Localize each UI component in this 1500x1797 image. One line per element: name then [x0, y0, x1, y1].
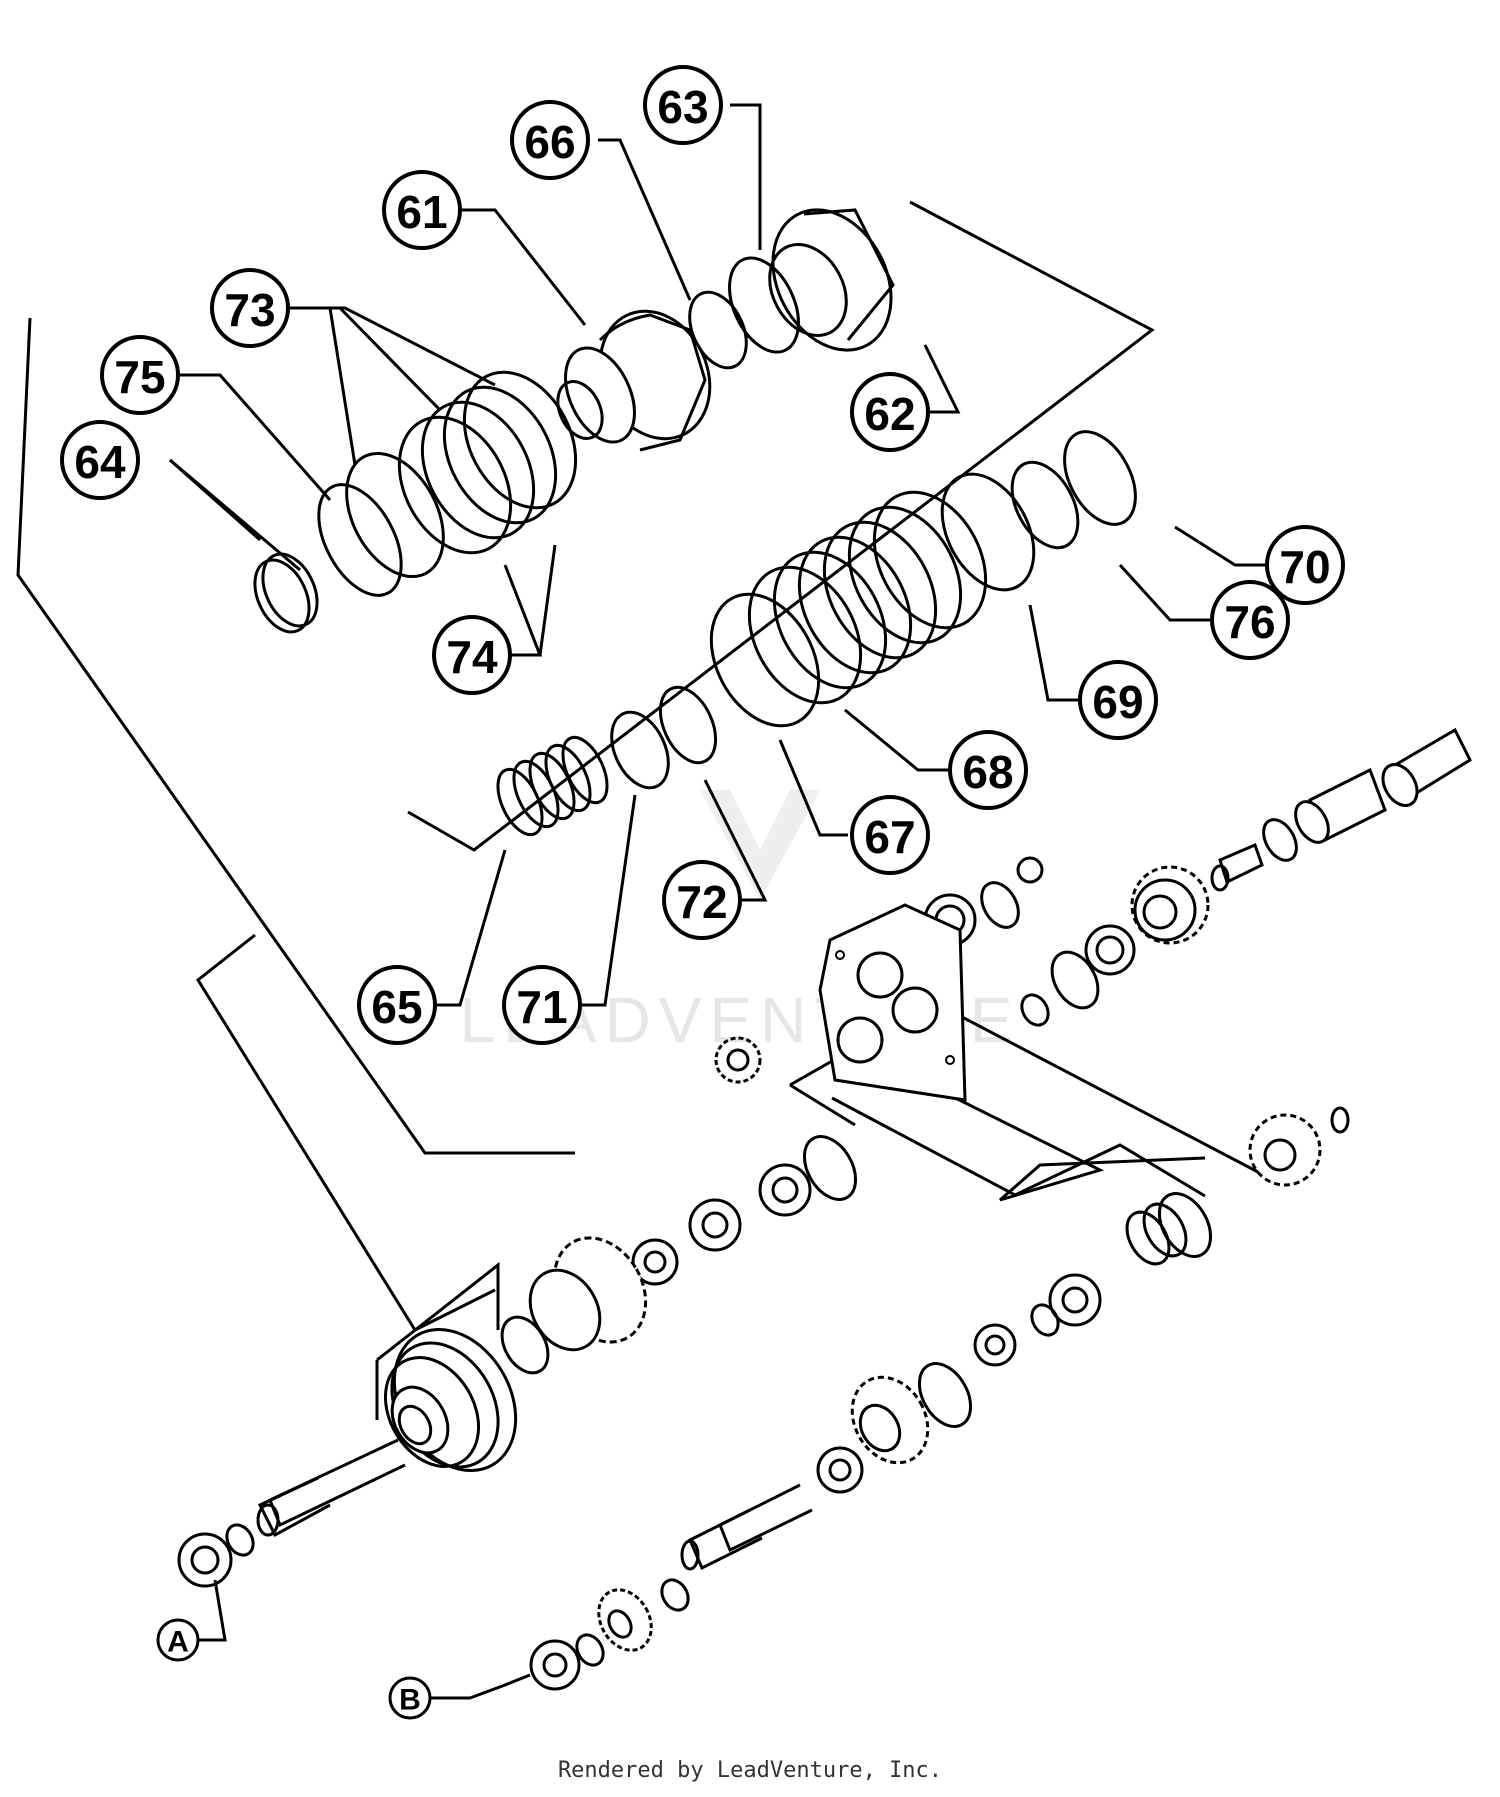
svg-text:62: 62 — [864, 388, 915, 440]
part-63-snap-ring — [728, 256, 800, 354]
part-70-snap-ring — [1063, 430, 1137, 526]
svg-text:67: 67 — [864, 811, 915, 863]
footer-credit: Rendered by LeadVenture, Inc. — [557, 1758, 943, 1783]
svg-text:64: 64 — [74, 436, 126, 488]
middle-shaft-components — [631, 1135, 858, 1286]
part-75-ring — [317, 483, 403, 597]
lower-right-gear — [1248, 1106, 1350, 1187]
svg-text:76: 76 — [1224, 596, 1275, 648]
upper-right-shaft — [1016, 727, 1472, 892]
cluster-gear — [500, 1236, 648, 1375]
parts-73-74-clutch-plates — [345, 370, 578, 579]
callout-69: 69 — [1078, 660, 1158, 740]
upper-right-gear — [1130, 865, 1210, 945]
clutch-drum — [383, 1327, 518, 1473]
callout-65: 65 — [357, 965, 437, 1045]
middle-clutch-assembly — [496, 430, 1137, 837]
part-76-ring — [1010, 460, 1080, 550]
svg-text:74: 74 — [446, 631, 498, 683]
callout-70: 70 — [1265, 525, 1345, 605]
callout-66: 66 — [510, 100, 590, 180]
part-62-piston — [768, 208, 895, 352]
lower-gearbox-assembly — [177, 727, 1472, 1691]
callout-61: 61 — [382, 170, 462, 250]
brackets — [16, 200, 1259, 1420]
svg-text:72: 72 — [676, 876, 727, 928]
callout-73: 73 — [210, 268, 290, 348]
callout-76: 76 — [1210, 580, 1290, 660]
part-71-washer — [610, 710, 670, 790]
svg-text:71: 71 — [516, 981, 567, 1033]
svg-text:61: 61 — [396, 186, 447, 238]
reference-markers: A B — [156, 1579, 531, 1720]
lower-shaft-b — [529, 1192, 1213, 1691]
callout-62: 62 — [850, 372, 930, 452]
callout-71: 71 — [502, 965, 582, 1045]
part-67-plate — [709, 592, 821, 728]
svg-text:65: 65 — [371, 981, 422, 1033]
svg-text:69: 69 — [1092, 676, 1143, 728]
callout-63: 63 — [643, 65, 723, 145]
svg-text:B: B — [399, 1684, 421, 1717]
reference-b: B — [388, 1676, 432, 1720]
part-64-seal — [253, 552, 319, 634]
callouts: 63 66 61 73 75 64 62 74 70 76 69 68 67 7… — [60, 65, 1345, 1045]
svg-text:68: 68 — [962, 746, 1013, 798]
callout-68: 68 — [948, 730, 1028, 810]
svg-text:70: 70 — [1279, 541, 1330, 593]
svg-text:63: 63 — [657, 81, 708, 133]
part-69-ring — [940, 472, 1036, 592]
svg-text:66: 66 — [524, 116, 575, 168]
part-65-spring — [496, 735, 609, 837]
leader-lines — [169, 103, 1265, 1007]
reference-a: A — [156, 1618, 200, 1662]
callout-64: 64 — [60, 420, 140, 500]
callout-67: 67 — [850, 795, 930, 875]
callout-74: 74 — [432, 615, 512, 695]
part-72-snap-ring — [658, 685, 718, 765]
svg-text:75: 75 — [114, 351, 165, 403]
part-61-hub — [556, 309, 712, 452]
part-68-clutch-discs — [747, 490, 988, 705]
callout-72: 72 — [662, 860, 742, 940]
small-gear-plate — [714, 1036, 762, 1084]
upper-clutch-assembly — [253, 208, 895, 634]
svg-text:A: A — [167, 1626, 189, 1659]
housing-plate — [818, 903, 967, 1102]
shaft-a — [177, 1438, 406, 1588]
callout-75: 75 — [100, 335, 180, 415]
svg-text:73: 73 — [224, 284, 275, 336]
